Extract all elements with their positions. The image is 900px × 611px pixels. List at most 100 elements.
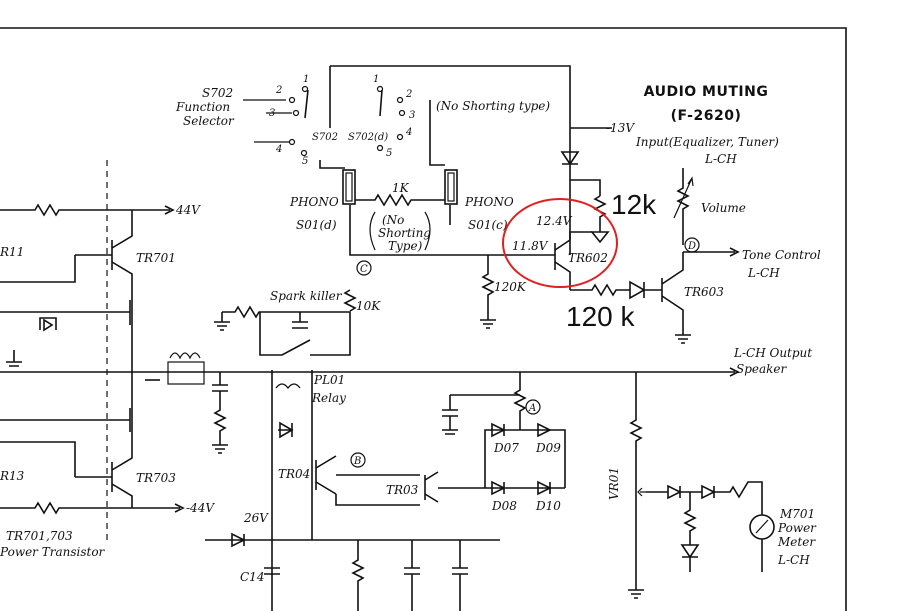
resistor-10k bbox=[343, 289, 357, 312]
schematic-text: 5 bbox=[386, 148, 392, 159]
meter-label: Meter bbox=[777, 535, 816, 549]
node-a-label: A bbox=[528, 403, 536, 414]
power-label: Power bbox=[777, 521, 817, 535]
tr701-703-label: TR701,703 bbox=[6, 529, 73, 543]
relay-contact bbox=[259, 312, 311, 356]
schematic-text: TR703 bbox=[136, 471, 176, 485]
input-channel-label: L-CH bbox=[704, 152, 737, 166]
zobel-network bbox=[212, 372, 228, 445]
output-inductor bbox=[169, 352, 201, 360]
diode-d09 bbox=[537, 422, 552, 438]
r11-label: R11 bbox=[0, 245, 24, 259]
r10k-label: 10K bbox=[356, 299, 381, 313]
wire-to-tone-control bbox=[683, 247, 740, 257]
spark-killer-label: Spark killer bbox=[270, 289, 343, 303]
diode-13v bbox=[560, 151, 580, 166]
tone-control-label: Tone Control bbox=[742, 248, 821, 262]
resistor-1k bbox=[355, 193, 445, 207]
schematic-text: Type) bbox=[388, 239, 423, 253]
phono-jack-left: PHONO S01(d) bbox=[289, 169, 356, 232]
s702d-label: S702(d) bbox=[348, 132, 388, 143]
no-shorting-type-box: (No Shorting Type) bbox=[369, 211, 431, 253]
diode-relay-flyback bbox=[278, 421, 294, 439]
m701-label: M701 bbox=[779, 507, 815, 521]
transistor-tr603: TR603 bbox=[661, 252, 724, 335]
schematic-text: 3 bbox=[269, 108, 275, 119]
schematic-text: Function bbox=[175, 100, 230, 114]
transistor-tr703: TR703 bbox=[111, 372, 176, 508]
voltage-11-8v: 11.8V bbox=[512, 239, 549, 253]
spark-killer-capacitor bbox=[292, 312, 308, 329]
wire-node-c bbox=[349, 205, 555, 256]
diode-tr603-base bbox=[629, 280, 646, 300]
schematic-text: S01(c) bbox=[468, 218, 508, 232]
schematic-text: PHONO bbox=[289, 195, 339, 209]
highlight-circle-tr602 bbox=[502, 198, 618, 288]
diode-d07 bbox=[491, 422, 506, 438]
transistor-tr03: TR03 bbox=[386, 471, 439, 503]
c14-label: C14 bbox=[240, 570, 264, 584]
meter-channel-label: L-CH bbox=[777, 553, 810, 567]
schematic-text: S702 bbox=[202, 86, 233, 100]
pl01-label: PL01 bbox=[313, 373, 345, 387]
title: AUDIO MUTING bbox=[644, 84, 769, 100]
plus44v-label: 44V bbox=[175, 203, 201, 217]
schematic-text: S01(d) bbox=[296, 218, 337, 232]
selector-switch-s702: 2 3 4 5 1 S702 bbox=[243, 74, 338, 167]
node-d-label: D bbox=[687, 241, 696, 252]
wire-main-output bbox=[0, 367, 740, 377]
meter-rectifier bbox=[646, 481, 763, 515]
wire-plus44v bbox=[0, 203, 175, 217]
d10-label: D10 bbox=[535, 499, 561, 513]
schematic-text: 4 bbox=[405, 127, 412, 138]
capacitor-c14 bbox=[264, 567, 280, 575]
node-c-marker bbox=[356, 260, 372, 276]
schematic-text: 1 bbox=[373, 74, 379, 85]
schematic-text: (No bbox=[382, 213, 404, 227]
capacitor-ground-bridge bbox=[442, 395, 458, 435]
selector-switch-s702d: 1 2 3 4 5 S702(d) (No Shorting type) bbox=[348, 74, 550, 159]
schematic-text: 5 bbox=[302, 156, 308, 167]
wire-selector-to-tr602 bbox=[330, 65, 571, 255]
r1k-label: 1K bbox=[392, 181, 410, 195]
output-label: L-CH Output bbox=[733, 346, 812, 360]
d08-label: D08 bbox=[491, 499, 517, 513]
annotation-120k: 120 k bbox=[566, 301, 635, 332]
schematic-text: TR603 bbox=[684, 285, 724, 299]
schematic-text: TR04 bbox=[278, 467, 310, 481]
voltage-12-4v: 12.4V bbox=[536, 214, 573, 228]
relay-coil bbox=[275, 383, 301, 389]
minus44v-label: -44V bbox=[186, 501, 215, 515]
sheet-border bbox=[0, 27, 847, 611]
transistor-tr701: TR701 bbox=[111, 210, 176, 372]
volume-arrow-icon bbox=[673, 176, 694, 219]
schematic-text: Selector bbox=[183, 114, 235, 128]
voltage-26v: 26V bbox=[243, 511, 269, 525]
bias-diode bbox=[39, 317, 57, 332]
node-b-marker bbox=[350, 452, 366, 468]
schematic-text: TR03 bbox=[386, 483, 419, 497]
input-label: Input(Equalizer, Tuner) bbox=[635, 135, 779, 149]
s702-label: S702 bbox=[312, 132, 338, 143]
volume-label: Volume bbox=[701, 201, 746, 215]
diode-d08 bbox=[491, 480, 506, 496]
diode-d10 bbox=[537, 480, 552, 496]
phono-jack-right: PHONO S01(c) bbox=[444, 169, 514, 232]
transistor-tr04: TR04 bbox=[278, 455, 337, 495]
schematic-text: 2 bbox=[405, 89, 412, 100]
node-c-label: C bbox=[360, 264, 368, 275]
schematic-text: Shorting bbox=[378, 226, 431, 240]
annotation-12k: 12k bbox=[611, 189, 657, 220]
schematic-text: TR602 bbox=[568, 251, 608, 265]
schematic-text: 2 bbox=[275, 85, 282, 96]
no-shorting-type-label: (No Shorting type) bbox=[436, 99, 550, 113]
r13-label: R13 bbox=[0, 469, 25, 483]
node-a-marker bbox=[525, 399, 541, 415]
schematic-text: 1 bbox=[303, 74, 309, 85]
diode-bridge-wiring bbox=[484, 372, 566, 488]
d07-label: D07 bbox=[493, 441, 519, 455]
schematic-text: PHONO bbox=[464, 195, 514, 209]
r120k-label: 120K bbox=[494, 280, 527, 294]
schematic-text: 3 bbox=[409, 110, 415, 121]
